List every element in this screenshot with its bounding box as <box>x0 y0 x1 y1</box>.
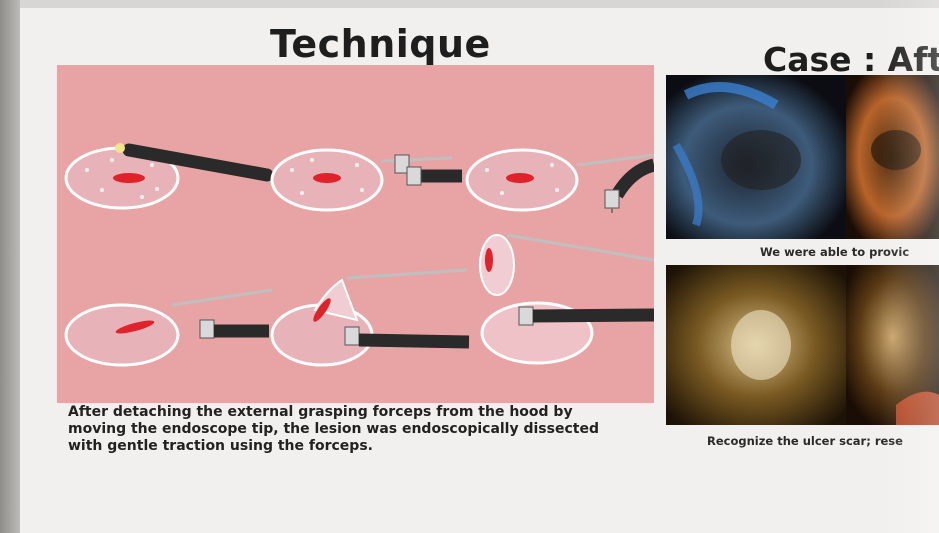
endoscopic-photo-top <box>666 75 939 239</box>
caption-line: with gentle traction using the forceps. <box>68 438 658 455</box>
technique-diagram <box>57 65 654 403</box>
technique-illustration <box>57 65 654 403</box>
caption-line: moving the endoscope tip, the lesion was… <box>68 421 658 438</box>
caption-line: After detaching the external grasping fo… <box>68 404 658 421</box>
photo-caption-bottom: Recognize the ulcer scar; rese <box>707 434 903 448</box>
step-3 <box>467 150 654 213</box>
endoscopic-photo-bottom <box>666 265 939 425</box>
step-4 <box>66 290 272 365</box>
endoscopic-image <box>666 75 939 239</box>
endoscopic-image <box>666 265 939 425</box>
step-1 <box>66 143 267 208</box>
photo-caption-top: We were able to provic <box>760 245 909 259</box>
step-2 <box>272 150 462 210</box>
technique-caption: After detaching the external grasping fo… <box>68 404 658 455</box>
step-5 <box>272 270 469 365</box>
step-6 <box>480 235 654 363</box>
technique-title: Technique <box>270 22 491 66</box>
monitor-bezel <box>0 0 20 533</box>
case-title: Case : Aft <box>763 40 939 79</box>
